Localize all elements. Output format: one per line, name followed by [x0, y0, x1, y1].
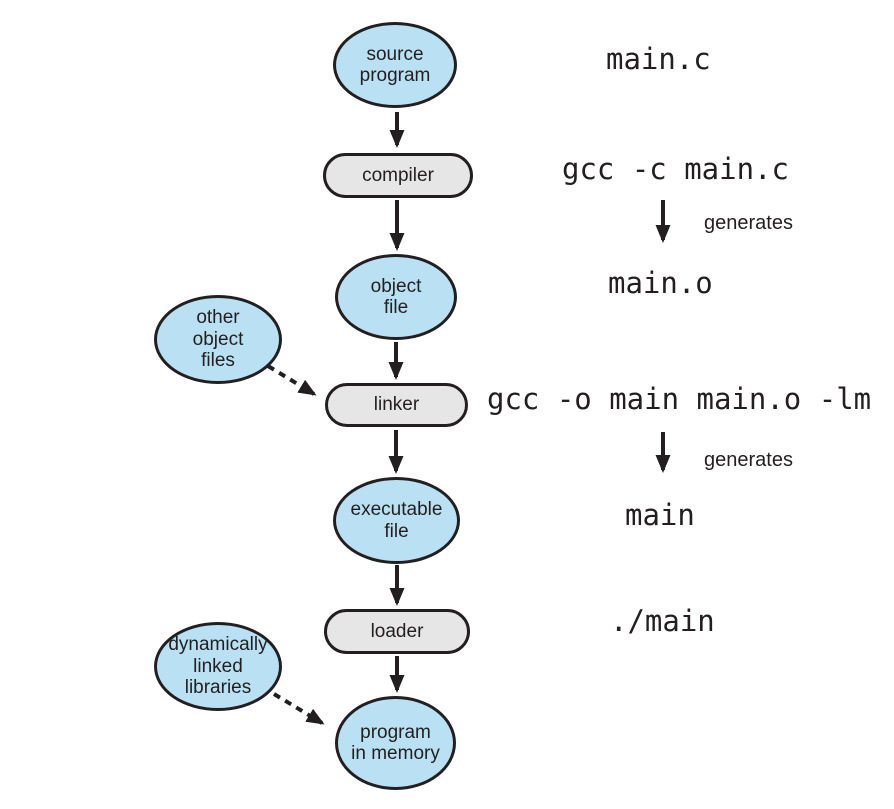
node-source-program-label: source program — [359, 43, 431, 86]
annotation-executable: main — [625, 498, 695, 532]
node-linker-label: linker — [373, 394, 420, 416]
generates-label-2: generates — [704, 449, 793, 471]
node-program-in-memory-label: program in memory — [351, 721, 440, 764]
annotation-object-file: main.o — [608, 266, 713, 300]
dashed-arrow-dll-to-program-icon — [272, 692, 325, 725]
node-compiler: compiler — [323, 153, 473, 198]
node-program-in-memory: program in memory — [335, 696, 456, 790]
node-other-object-files: other object files — [154, 295, 282, 384]
annotation-run-command: ./main — [610, 604, 715, 638]
node-source-program: source program — [333, 22, 457, 108]
annotation-source-file: main.c — [606, 42, 711, 76]
node-loader: loader — [324, 609, 470, 654]
node-linker: linker — [325, 383, 468, 427]
node-executable-file: executable file — [333, 477, 460, 564]
dashed-arrow-other-objects-to-linker-icon — [266, 364, 317, 396]
node-dynamically-linked-libraries: dynamically linked libraries — [154, 622, 282, 711]
node-loader-label: loader — [370, 620, 424, 642]
node-executable-file-label: executable file — [350, 499, 443, 542]
generates-label-1: generates — [704, 212, 793, 234]
node-other-object-files-label: other object files — [192, 307, 244, 372]
node-object-file: object file — [335, 254, 457, 340]
node-compiler-label: compiler — [362, 164, 434, 186]
annotation-link-command: gcc -o main main.o -lm — [487, 382, 872, 416]
node-dynamically-linked-libraries-label: dynamically linked libraries — [168, 634, 268, 699]
node-object-file-label: object file — [370, 275, 422, 318]
annotation-compile-command: gcc -c main.c — [562, 152, 789, 186]
